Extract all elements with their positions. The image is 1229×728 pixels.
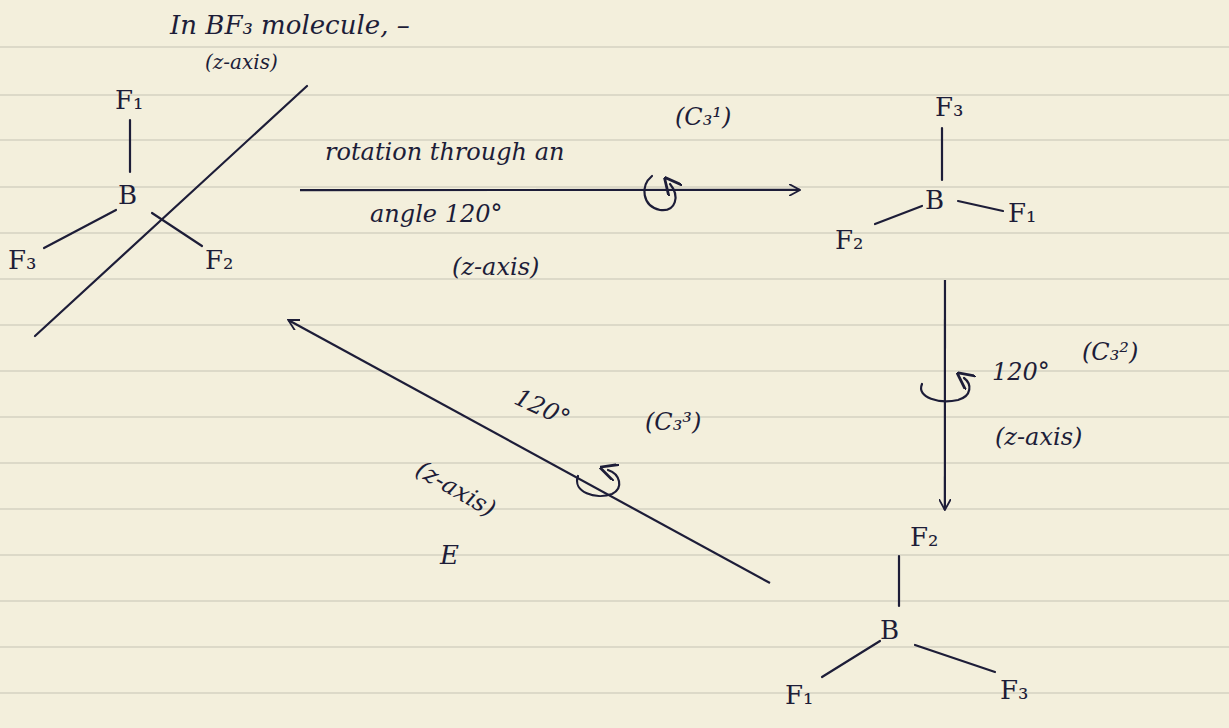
edge-label: 120° <box>510 383 575 434</box>
atom-label: F₃ <box>1000 675 1028 706</box>
annotation-label: angle 120° <box>370 200 502 229</box>
bond-line <box>875 206 922 224</box>
molecule-structure: F₂ B F₁ F₃ <box>770 510 1060 720</box>
rotation-arrow <box>944 280 946 510</box>
bond-line <box>958 201 1003 211</box>
annotation-label: E <box>440 540 459 571</box>
annotation-label: (z-axis) <box>995 423 1082 452</box>
atom-label: B <box>925 185 944 216</box>
rotation-arrow <box>288 320 770 583</box>
rotation-arrow <box>300 189 800 191</box>
bond-line <box>941 128 943 180</box>
atom-label: B <box>880 615 899 646</box>
molecule-structure: F₁ B F₃ F₂ <box>5 82 300 320</box>
bond-line <box>44 210 116 248</box>
annotation-label: (z-axis) <box>452 253 539 282</box>
rotation-symbol <box>577 470 619 496</box>
bond-line <box>152 213 202 246</box>
atom-label: F₂ <box>835 225 863 256</box>
atom-label: B <box>118 180 137 211</box>
atom-label: F₁ <box>785 680 813 711</box>
z-axis-line <box>35 86 307 336</box>
bond-line <box>898 556 900 606</box>
rotation-symbol <box>644 176 675 210</box>
atom-label: F₃ <box>8 245 36 276</box>
annotation-label: (C₃³) <box>645 408 701 437</box>
annotation-label: (z-axis) <box>205 50 278 74</box>
atom-label: F₃ <box>935 92 963 123</box>
annotation-label: (C₃²) <box>1082 338 1138 367</box>
edge-label: 120° <box>992 358 1050 387</box>
ruled-lines <box>0 47 1229 693</box>
page-title: In BF₃ molecule, – <box>170 10 410 41</box>
molecule-structure: F₃ B F₂ F₁ <box>800 90 1040 280</box>
bond-line <box>129 120 131 172</box>
atom-label: F₁ <box>1008 198 1036 229</box>
edge-label: rotation through an <box>325 138 564 167</box>
atom-label: F₂ <box>205 245 233 276</box>
atom-label: F₁ <box>115 85 143 116</box>
bond-line <box>822 641 880 677</box>
annotation-label: (C₃¹) <box>675 103 731 132</box>
atom-label: F₂ <box>910 522 938 553</box>
bond-line <box>915 645 995 672</box>
annotation-label: (z-axis) <box>411 455 501 524</box>
